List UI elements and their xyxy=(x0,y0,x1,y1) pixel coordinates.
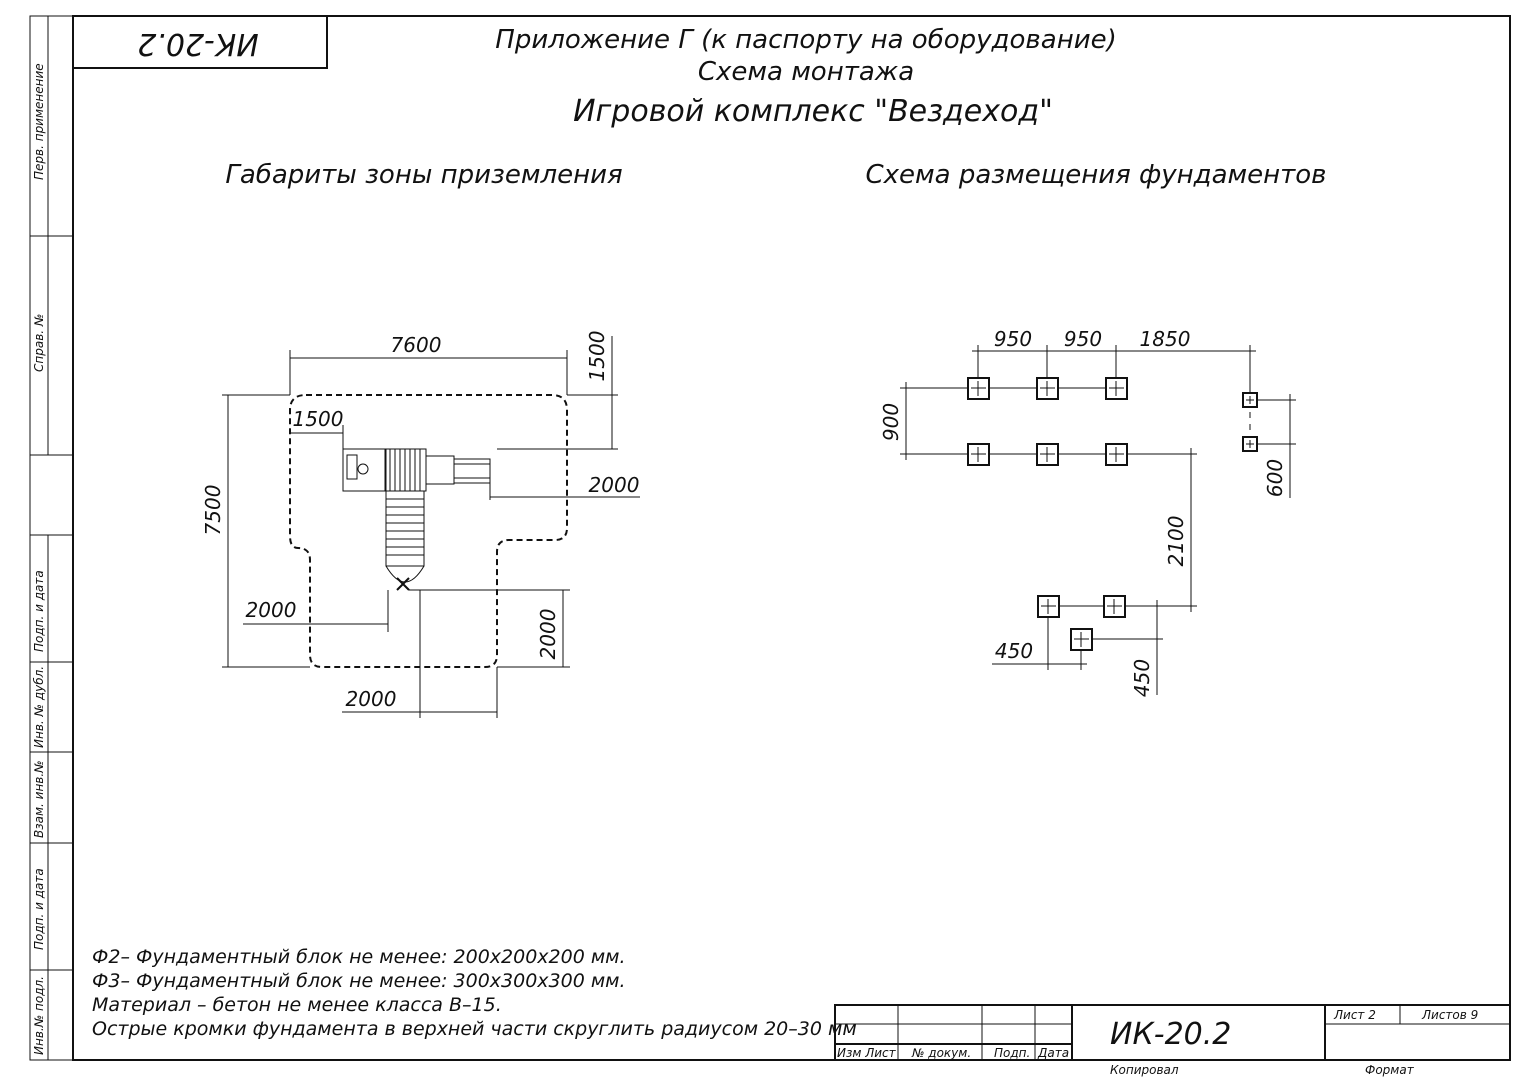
foundation-block-f3 xyxy=(967,443,990,466)
tb-format: Формат xyxy=(1365,1063,1415,1077)
tb-kopiroval: Копировал xyxy=(1110,1063,1179,1077)
note-line: Ф2– Фундаментный блок не менее: 200x200x… xyxy=(92,946,626,968)
foundation-block-f3 xyxy=(1105,377,1128,400)
dim-2000-bottom: 2000 xyxy=(346,687,397,711)
dim-450-a: 450 xyxy=(995,639,1033,663)
dim-7600: 7600 xyxy=(391,333,442,357)
notes: Ф2– Фундаментный блок не менее: 200x200x… xyxy=(92,946,857,1040)
side-labels: Перв. применение Справ. № Подп. и дата И… xyxy=(32,63,46,1055)
side-label-sprav: Справ. № xyxy=(32,314,46,372)
code-box-text: ИК-20.2 xyxy=(137,26,258,61)
foundation-block-f2 xyxy=(1103,595,1126,618)
landing-zone-outline xyxy=(289,394,568,668)
dim-7500: 7500 xyxy=(201,485,225,536)
tb-izm-list: Изм Лист xyxy=(837,1046,897,1060)
dim-1500-inner: 1500 xyxy=(293,407,344,431)
side-label-inv-dubl: Инв. № дубл. xyxy=(32,666,46,748)
tb-data: Дата xyxy=(1037,1046,1069,1060)
tb-listov: Листов 9 xyxy=(1421,1008,1478,1022)
foundation-drawing: 950 950 1850 900 600 2100 450 450 xyxy=(879,327,1296,697)
dim-1850: 1850 xyxy=(1140,327,1191,351)
foundation-block-f3 xyxy=(967,377,990,400)
landing-zone-title: Габариты зоны приземления xyxy=(225,160,622,190)
foundation-block-f2 xyxy=(1037,595,1060,618)
dim-2000-bottom-right: 2000 xyxy=(536,609,560,660)
foundation-block-f3 xyxy=(1036,377,1059,400)
dim-450-b: 450 xyxy=(1130,659,1154,697)
appendix-title: Приложение Г (к паспорту на оборудование… xyxy=(495,25,1116,55)
note-line: Материал – бетон не менее класса В–15. xyxy=(92,994,502,1016)
tb-code: ИК-20.2 xyxy=(1110,1017,1231,1052)
side-label-inv-podl: Инв.№ подл. xyxy=(32,976,46,1055)
dim-2000-right: 2000 xyxy=(589,473,640,497)
foundation-block-f2 xyxy=(1070,628,1093,651)
note-line: Острые кромки фундамента в верхней части… xyxy=(92,1018,857,1040)
dim-900: 900 xyxy=(879,403,903,441)
dim-1500-vertical: 1500 xyxy=(585,331,609,382)
dim-2000-bottom-left: 2000 xyxy=(246,598,297,622)
note-line: Ф3– Фундаментный блок не менее: 300x300x… xyxy=(92,970,626,992)
foundation-scheme-title: Схема размещения фундаментов xyxy=(865,160,1326,190)
foundation-block-f2 xyxy=(1242,392,1258,408)
dim-950-a: 950 xyxy=(994,327,1032,351)
title-block: Изм Лист № докум. Подп. Дата ИК-20.2 Лис… xyxy=(834,1004,1511,1077)
play-equipment xyxy=(342,448,491,591)
side-label-podp-data-2: Подп. и дата xyxy=(32,868,46,950)
tb-list: Лист 2 xyxy=(1333,1008,1376,1022)
foundation-block-f2 xyxy=(1242,436,1258,452)
side-label-podp-data-1: Подп. и дата xyxy=(32,570,46,652)
tb-n-dokum: № докум. xyxy=(911,1046,971,1060)
dim-950-b: 950 xyxy=(1064,327,1102,351)
product-title: Игровой комплекс "Вездеход" xyxy=(573,94,1053,129)
landing-zone-drawing: 7600 1500 1500 2000 7500 2000 2000 2000 xyxy=(201,331,640,718)
dim-600: 600 xyxy=(1263,459,1287,497)
dim-2100: 2100 xyxy=(1164,516,1188,567)
side-label-perv: Перв. применение xyxy=(32,63,46,180)
foundation-block-f3 xyxy=(1036,443,1059,466)
foundation-block-f3 xyxy=(1105,443,1128,466)
scheme-title: Схема монтажа xyxy=(698,57,914,87)
tb-podp: Подп. xyxy=(994,1046,1030,1060)
side-label-vzam: Взам. инв.№ xyxy=(32,760,46,838)
sheet-frame xyxy=(29,15,1511,1061)
code-box: ИК-20.2 xyxy=(72,15,328,69)
